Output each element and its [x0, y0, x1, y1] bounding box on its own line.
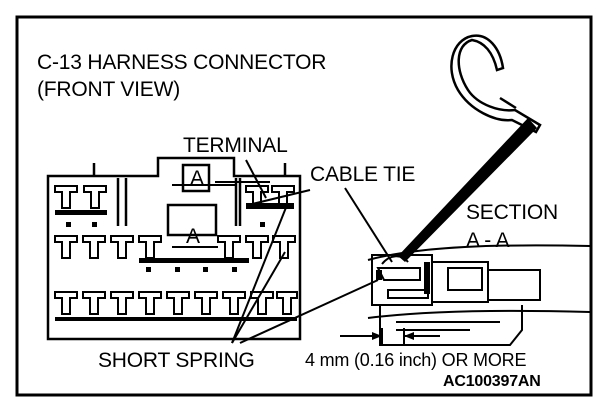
- cable-tie-label: CABLE TIE: [310, 163, 416, 186]
- figure-code: AC100397AN: [443, 373, 541, 390]
- section-drawing: [340, 244, 591, 346]
- magnify-wedge: [398, 118, 537, 262]
- dimension-label: 4 mm (0.16 inch) OR MORE: [305, 350, 527, 370]
- title-line-2: (FRONT VIEW): [37, 78, 181, 101]
- short-spring-bars-3: [55, 317, 297, 321]
- short-spring-label: SHORT SPRING: [98, 349, 255, 372]
- dimension-arrows: [372, 332, 414, 340]
- terminal-row-3: [54, 291, 298, 315]
- terminal-row-2: [54, 235, 296, 259]
- cable-tie-icon: [450, 34, 542, 134]
- section-cut-line: [172, 184, 235, 248]
- leader-lines: [215, 159, 393, 344]
- section-label: SECTION: [466, 201, 558, 224]
- connector-housing: [46, 156, 302, 341]
- section-mark-top: A: [190, 167, 204, 190]
- terminal-label: TERMINAL: [183, 134, 288, 157]
- alignment-marks: [66, 222, 265, 272]
- short-spring-bars-2: [139, 258, 249, 263]
- title-line-1: C-13 HARNESS CONNECTOR: [37, 51, 327, 74]
- section-shading: [376, 262, 430, 294]
- section-aa-label: A - A: [466, 229, 510, 252]
- figure-frame: [15, 15, 593, 397]
- short-spring-bars-1: [55, 203, 294, 215]
- section-mark-bottom: A: [186, 225, 200, 248]
